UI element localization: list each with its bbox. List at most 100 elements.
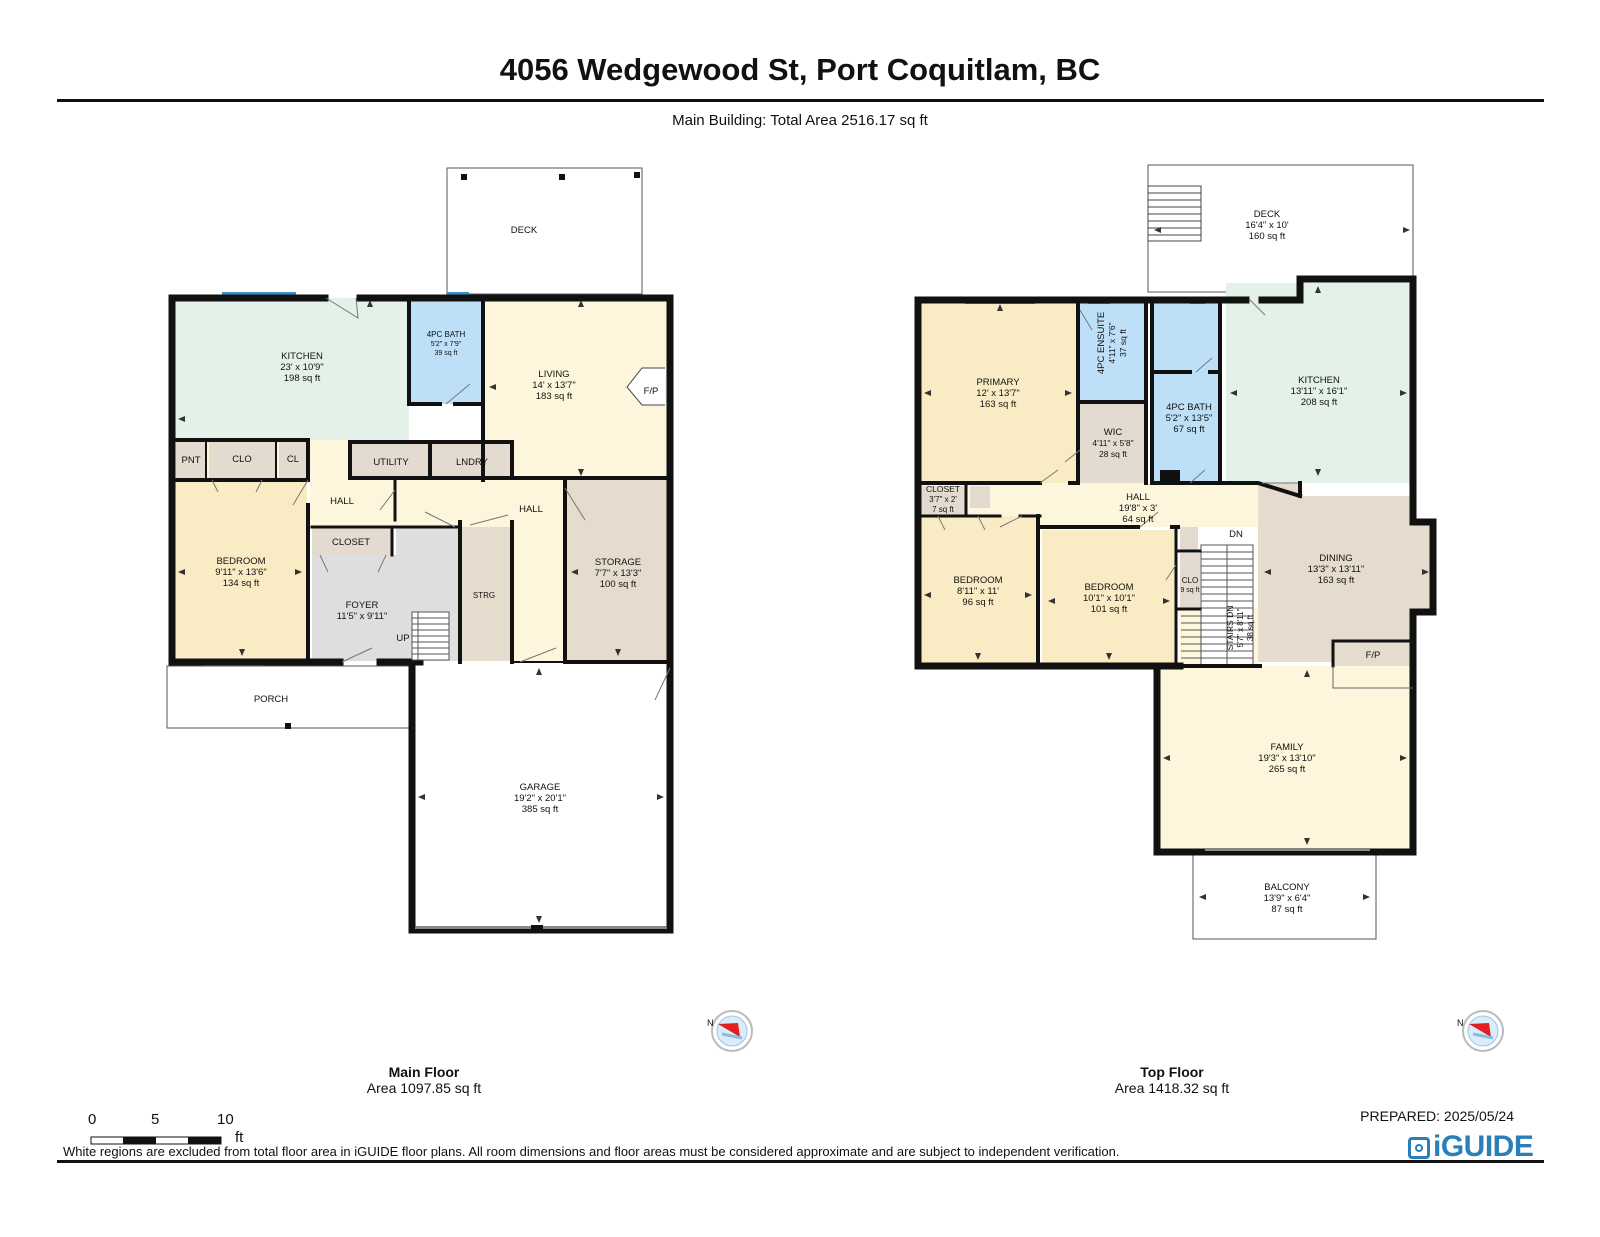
main-storage: [565, 480, 670, 661]
top-dining-label: DINING: [1319, 553, 1352, 564]
top-bedroom-2-label: BEDROOM: [1084, 582, 1133, 593]
top-family: [1157, 666, 1413, 850]
top-fireplace: [1333, 641, 1413, 666]
main-strg: [457, 527, 512, 661]
svg-text:39 sq ft: 39 sq ft: [435, 350, 458, 357]
main-foyer-label: FOYER: [346, 600, 379, 611]
top-bath-label: 4PC BATH: [1166, 402, 1212, 413]
top-family-label: FAMILY: [1270, 742, 1304, 753]
svg-text:4'11" x 7'6": 4'11" x 7'6": [1107, 322, 1117, 363]
top-clo-label: CLO: [1182, 576, 1198, 585]
main-closet-label: CLOSET: [332, 537, 370, 548]
top-floor-plan: [914, 164, 1437, 940]
scale-bar: [90, 1136, 222, 1145]
svg-text:13'9" x 6'4": 13'9" x 6'4": [1264, 893, 1311, 904]
top-bath: [1152, 372, 1220, 483]
main-clo-label: CLO: [232, 454, 252, 465]
top-stairs-label: STAIRS DN: [1225, 606, 1235, 651]
svg-text:198 sq ft: 198 sq ft: [284, 373, 321, 384]
svg-text:160 sq ft: 160 sq ft: [1249, 231, 1286, 242]
main-floor-caption: Main Floor Area 1097.85 sq ft: [274, 1064, 574, 1096]
total-area: Main Building: Total Area 2516.17 sq ft: [672, 112, 928, 129]
main-cl-label: CL: [287, 454, 299, 465]
top-floor-caption: Top Floor Area 1418.32 sq ft: [1022, 1064, 1322, 1096]
main-pnt-label: PNT: [182, 455, 201, 466]
top-ensuite: [1078, 302, 1146, 402]
iguide-icon: [1408, 1137, 1430, 1159]
top-stairs: [1181, 544, 1254, 666]
main-fireplace-label: F/P: [644, 386, 659, 397]
main-porch: [166, 665, 411, 729]
svg-text:19'2" x 20'1": 19'2" x 20'1": [514, 793, 566, 804]
main-kitchen: [172, 298, 409, 440]
footer-rule: [57, 1160, 1544, 1163]
svg-text:12' x 13'7": 12' x 13'7": [976, 388, 1019, 399]
svg-text:10'1" x 10'1": 10'1" x 10'1": [1083, 593, 1135, 604]
svg-text:19'3" x 13'10": 19'3" x 13'10": [1258, 753, 1315, 764]
top-wic-label: WIC: [1104, 427, 1123, 438]
svg-text:96 sq ft: 96 sq ft: [962, 597, 994, 608]
svg-text:9'11" x 13'6": 9'11" x 13'6": [215, 567, 266, 578]
main-utility: [352, 444, 430, 479]
svg-text:14' x 13'7": 14' x 13'7": [532, 380, 575, 391]
main-porch-label: PORCH: [254, 694, 288, 705]
top-fireplace-label: F/P: [1366, 650, 1381, 661]
svg-text:163 sq ft: 163 sq ft: [1318, 575, 1355, 586]
svg-text:208 sq ft: 208 sq ft: [1301, 397, 1338, 408]
top-primary: [918, 302, 1078, 483]
header-rule: [57, 99, 1544, 102]
svg-text:9 sq ft: 9 sq ft: [1180, 587, 1199, 594]
svg-text:13'3" x 13'11": 13'3" x 13'11": [1308, 564, 1365, 575]
top-balcony-label: BALCONY: [1264, 882, 1310, 893]
top-floor-name: Top Floor: [1140, 1064, 1204, 1080]
svg-text:19'8" x 3': 19'8" x 3': [1119, 503, 1157, 514]
top-bedroom-2: [1042, 530, 1176, 666]
top-deck-label: DECK: [1254, 209, 1281, 220]
top-closet-label: CLOSET: [926, 484, 960, 494]
main-bedroom: [172, 480, 307, 661]
svg-text:3'7" x 2': 3'7" x 2': [929, 495, 957, 504]
svg-text:183 sq ft: 183 sq ft: [536, 391, 573, 402]
top-wic: [1078, 402, 1146, 483]
main-lndry: [432, 444, 511, 479]
main-hall-west-label: HALL: [330, 496, 354, 507]
svg-text:64 sq ft: 64 sq ft: [1122, 514, 1154, 525]
main-pnt: [176, 441, 206, 479]
top-kitchen-label: KITCHEN: [1298, 375, 1340, 386]
prepared-date: PREPARED: 2025/05/24: [1360, 1108, 1514, 1124]
main-lndry-label: LNDRY: [456, 457, 489, 468]
svg-text:87 sq ft: 87 sq ft: [1271, 904, 1303, 915]
svg-text:8'11" x 11': 8'11" x 11': [957, 586, 999, 597]
main-bath: [409, 298, 483, 404]
svg-text:11'5" x 9'11": 11'5" x 9'11": [337, 611, 388, 622]
main-bedroom-label: BEDROOM: [216, 556, 265, 567]
top-closet: [918, 486, 966, 516]
main-stairs: [411, 611, 450, 661]
svg-text:7 sq ft: 7 sq ft: [932, 505, 955, 514]
top-bedroom-1: [918, 516, 1038, 666]
main-strg-label: STRG: [473, 591, 495, 600]
svg-text:101 sq ft: 101 sq ft: [1091, 604, 1128, 615]
svg-text:5'7" x 8'11": 5'7" x 8'11": [1236, 608, 1245, 647]
main-deck-label: DECK: [511, 225, 538, 236]
brand-logo: iGUIDE: [1408, 1130, 1534, 1164]
main-closet: [312, 527, 392, 555]
main-bath-label: 4PC BATH: [427, 330, 466, 339]
svg-text:67 sq ft: 67 sq ft: [1173, 424, 1205, 435]
svg-text:385 sq ft: 385 sq ft: [522, 804, 559, 815]
top-clo: [1180, 553, 1200, 609]
svg-text:5'2" x 13'5": 5'2" x 13'5": [1166, 413, 1213, 424]
main-garage-label: GARAGE: [520, 782, 561, 793]
top-bath-upper: [1152, 302, 1220, 372]
top-dn-label: DN: [1229, 529, 1243, 540]
svg-text:134 sq ft: 134 sq ft: [223, 578, 260, 589]
svg-text:13'11" x 16'1": 13'11" x 16'1": [1291, 386, 1348, 397]
svg-text:N: N: [1457, 1018, 1464, 1028]
svg-text:28 sq ft: 28 sq ft: [1099, 449, 1128, 459]
svg-text:N: N: [707, 1018, 714, 1028]
main-living-label: LIVING: [538, 369, 569, 380]
main-cl: [279, 441, 308, 479]
svg-text:5'2" x 7'9": 5'2" x 7'9": [431, 341, 462, 348]
compass-icon: N: [707, 1010, 753, 1052]
